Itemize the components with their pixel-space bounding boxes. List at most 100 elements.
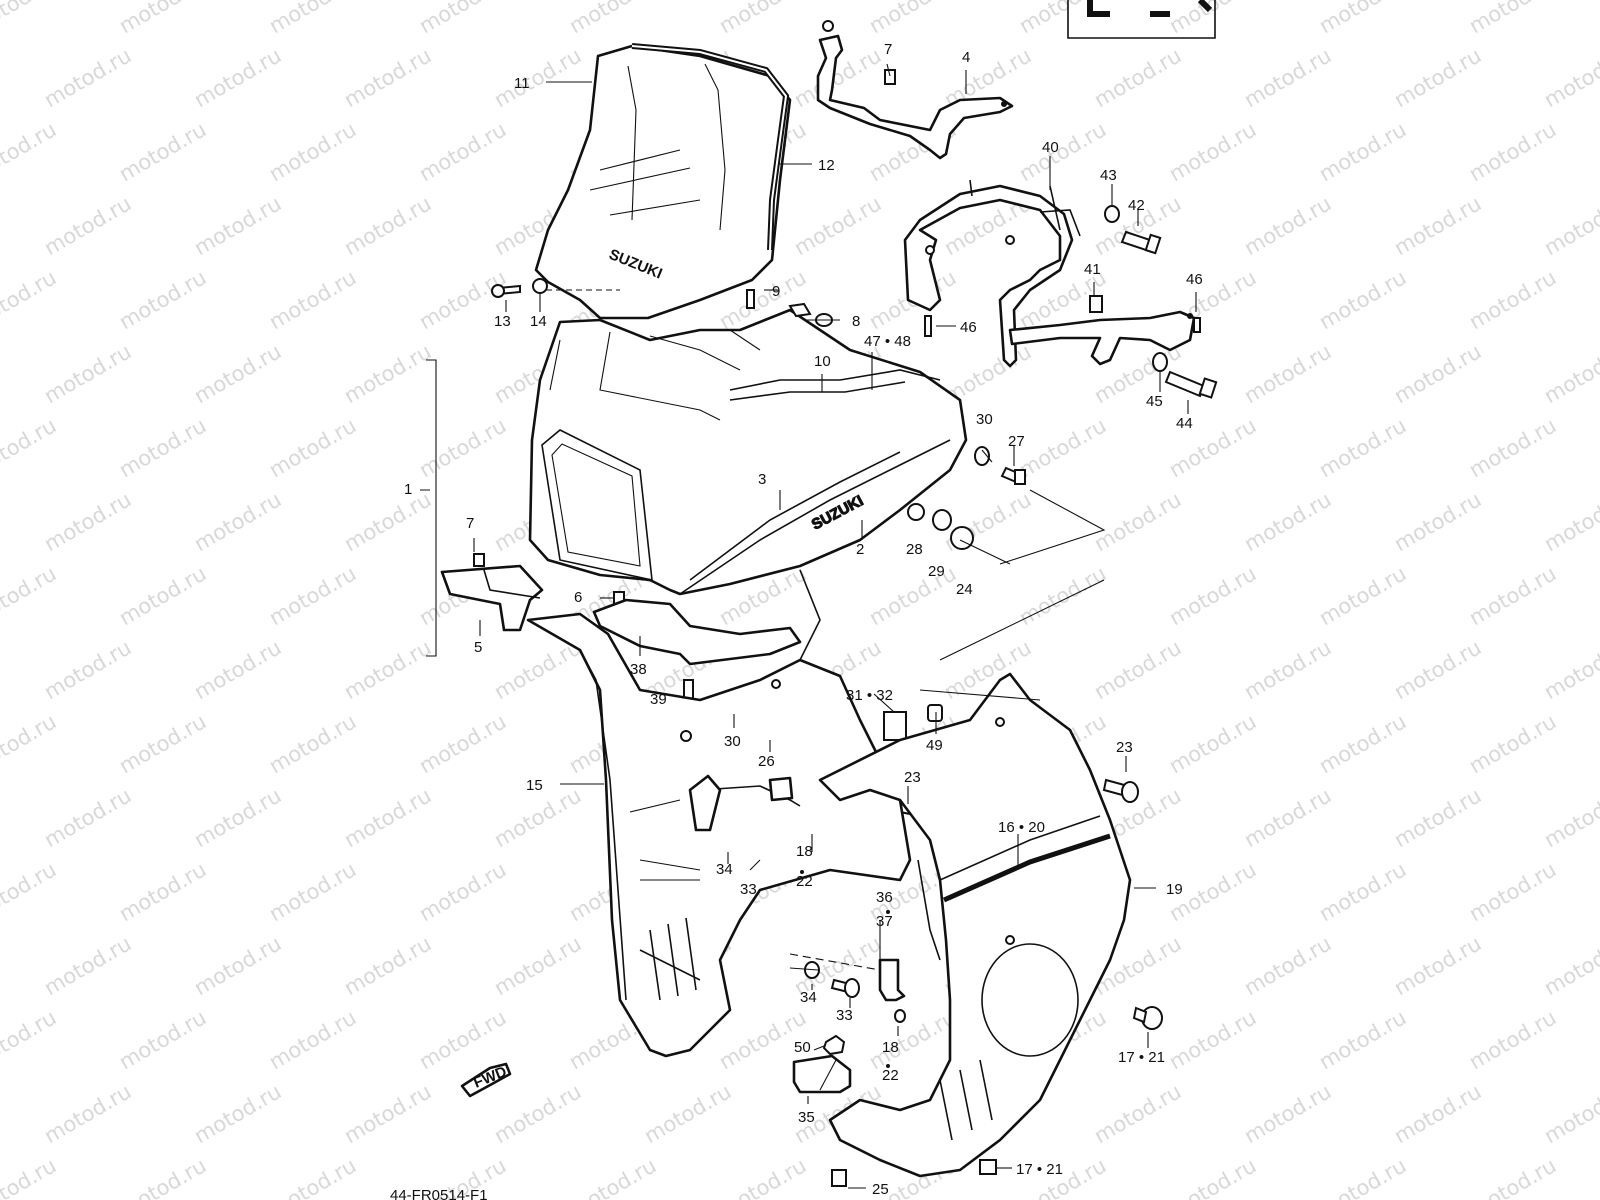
- watermark-text: motod.ru: [115, 1005, 210, 1074]
- watermark-text: motod.ru: [1465, 265, 1560, 334]
- watermark-text: motod.ru: [40, 635, 135, 704]
- watermark-text: motod.ru: [265, 561, 360, 630]
- watermark-text: motod.ru: [1240, 43, 1335, 112]
- watermark-text: motod.ru: [340, 43, 435, 112]
- watermark-text: motod.ru: [565, 0, 660, 38]
- watermark-text: motod.ru: [1540, 191, 1600, 260]
- fairing-seal-strip: [729, 369, 941, 401]
- callout-41: 41: [1084, 261, 1101, 278]
- watermark-text: motod.ru: [115, 857, 210, 926]
- watermark-text: motod.ru: [115, 117, 210, 186]
- watermark-text: motod.ru: [1165, 1153, 1260, 1200]
- watermark-text: motod.ru: [1315, 1153, 1410, 1200]
- watermark-text: motod.ru: [1015, 561, 1110, 630]
- watermark-text: motod.ru: [115, 413, 210, 482]
- watermark-text: motod.ru: [490, 43, 585, 112]
- callout-33-lower: 33: [836, 1007, 853, 1024]
- watermark-text: motod.ru: [1240, 1079, 1335, 1148]
- leader-lines: [420, 63, 1197, 1189]
- watermark-text: motod.ru: [1240, 487, 1335, 556]
- watermark-text: motod.ru: [1465, 1153, 1560, 1200]
- watermark-text: motod.ru: [340, 1079, 435, 1148]
- watermark-text: motod.ru: [1240, 635, 1335, 704]
- watermark-text: motod.ru: [190, 339, 285, 408]
- watermark-text: motod.ru: [190, 1079, 285, 1148]
- watermark-text: motod.ru: [1390, 43, 1485, 112]
- watermark-text: motod.ru: [1315, 413, 1410, 482]
- fwd-arrow: FWD: [460, 1062, 512, 1098]
- callout-13: 13: [494, 313, 511, 330]
- watermark-text: motod.ru: [190, 43, 285, 112]
- watermark-text: motod.ru: [865, 1005, 960, 1074]
- watermark-text: motod.ru: [490, 931, 585, 1000]
- callout-12: 12: [818, 157, 835, 174]
- callout-31-32: 31 • 32: [846, 687, 893, 704]
- watermark-text: motod.ru: [1090, 43, 1185, 112]
- watermark-text: motod.ru: [1315, 265, 1410, 334]
- callout-49: 49: [926, 737, 943, 754]
- watermark-text: motod.ru: [340, 931, 435, 1000]
- watermark-text: motod.ru: [1165, 0, 1260, 38]
- watermark-text: motod.ru: [265, 709, 360, 778]
- watermark-text: motod.ru: [115, 265, 210, 334]
- watermark-text: motod.ru: [0, 1153, 60, 1200]
- watermark-text: motod.ru: [1465, 709, 1560, 778]
- callout-39: 39: [650, 691, 667, 708]
- watermark-text: motod.ru: [415, 1005, 510, 1074]
- watermark-text: motod.ru: [1540, 635, 1600, 704]
- callout-24: 24: [956, 581, 973, 598]
- watermark-text: motod.ru: [1540, 783, 1600, 852]
- watermark-text: motod.ru: [265, 1005, 360, 1074]
- fairing-stay: [903, 179, 1081, 368]
- watermark-text: motod.ru: [0, 709, 60, 778]
- callout-18-upper: 18: [796, 843, 813, 860]
- callout-34-lower: 34: [800, 989, 817, 1006]
- watermark-text: motod.ru: [265, 857, 360, 926]
- callout-29: 29: [928, 563, 945, 580]
- callout-44: 44: [1176, 415, 1193, 432]
- watermark-text: motod.ru: [340, 339, 435, 408]
- watermark-text: motod.ru: [1465, 561, 1560, 630]
- watermark-text: motod.ru: [340, 487, 435, 556]
- watermark-text: motod.ru: [340, 783, 435, 852]
- watermark-text: motod.ru: [1540, 339, 1600, 408]
- watermark-text: motod.ru: [1540, 931, 1600, 1000]
- watermark-text: motod.ru: [190, 931, 285, 1000]
- watermark-text: motod.ru: [0, 561, 60, 630]
- watermark-text: motod.ru: [1390, 931, 1485, 1000]
- watermark-text: motod.ru: [1165, 1005, 1260, 1074]
- watermark-text: motod.ru: [1315, 857, 1410, 926]
- watermark-text: motod.ru: [40, 339, 135, 408]
- watermark-text: motod.ru: [340, 635, 435, 704]
- watermark-text: motod.ru: [415, 413, 510, 482]
- left-side-cowl: [526, 569, 912, 1058]
- watermark-text: motod.ru: [1390, 487, 1485, 556]
- watermark-text: motod.ru: [265, 413, 360, 482]
- watermark-text: motod.ru: [1165, 117, 1260, 186]
- watermark-text: motod.ru: [1090, 1079, 1185, 1148]
- watermark-text: motod.ru: [1465, 413, 1560, 482]
- callout-9: 9: [772, 283, 780, 300]
- callout-36: 36: [876, 889, 893, 906]
- watermark-text: motod.ru: [1465, 857, 1560, 926]
- watermark-text: motod.ru: [190, 783, 285, 852]
- callout-46-right: 46: [1186, 271, 1203, 288]
- watermark-text: motod.ru: [1015, 413, 1110, 482]
- watermark-text: motod.ru: [1540, 43, 1600, 112]
- watermark-text: motod.ru: [115, 0, 210, 38]
- watermark-text: motod.ru: [0, 413, 60, 482]
- watermark-text: motod.ru: [115, 709, 210, 778]
- callout-42: 42: [1128, 197, 1145, 214]
- watermark-text: motod.ru: [1540, 487, 1600, 556]
- callout-22-upper: 22: [796, 873, 813, 890]
- callout-38: 38: [630, 661, 647, 678]
- callout-11: 11: [514, 75, 530, 92]
- watermark-text: motod.ru: [1315, 0, 1410, 38]
- watermark-text: motod.ru: [790, 191, 885, 260]
- separator-dots: [800, 870, 890, 1068]
- callout-25: 25: [872, 1181, 889, 1198]
- callout-6: 6: [574, 589, 582, 606]
- callout-10: 10: [814, 353, 831, 370]
- callout-17-21-right: 17 • 21: [1118, 1049, 1165, 1066]
